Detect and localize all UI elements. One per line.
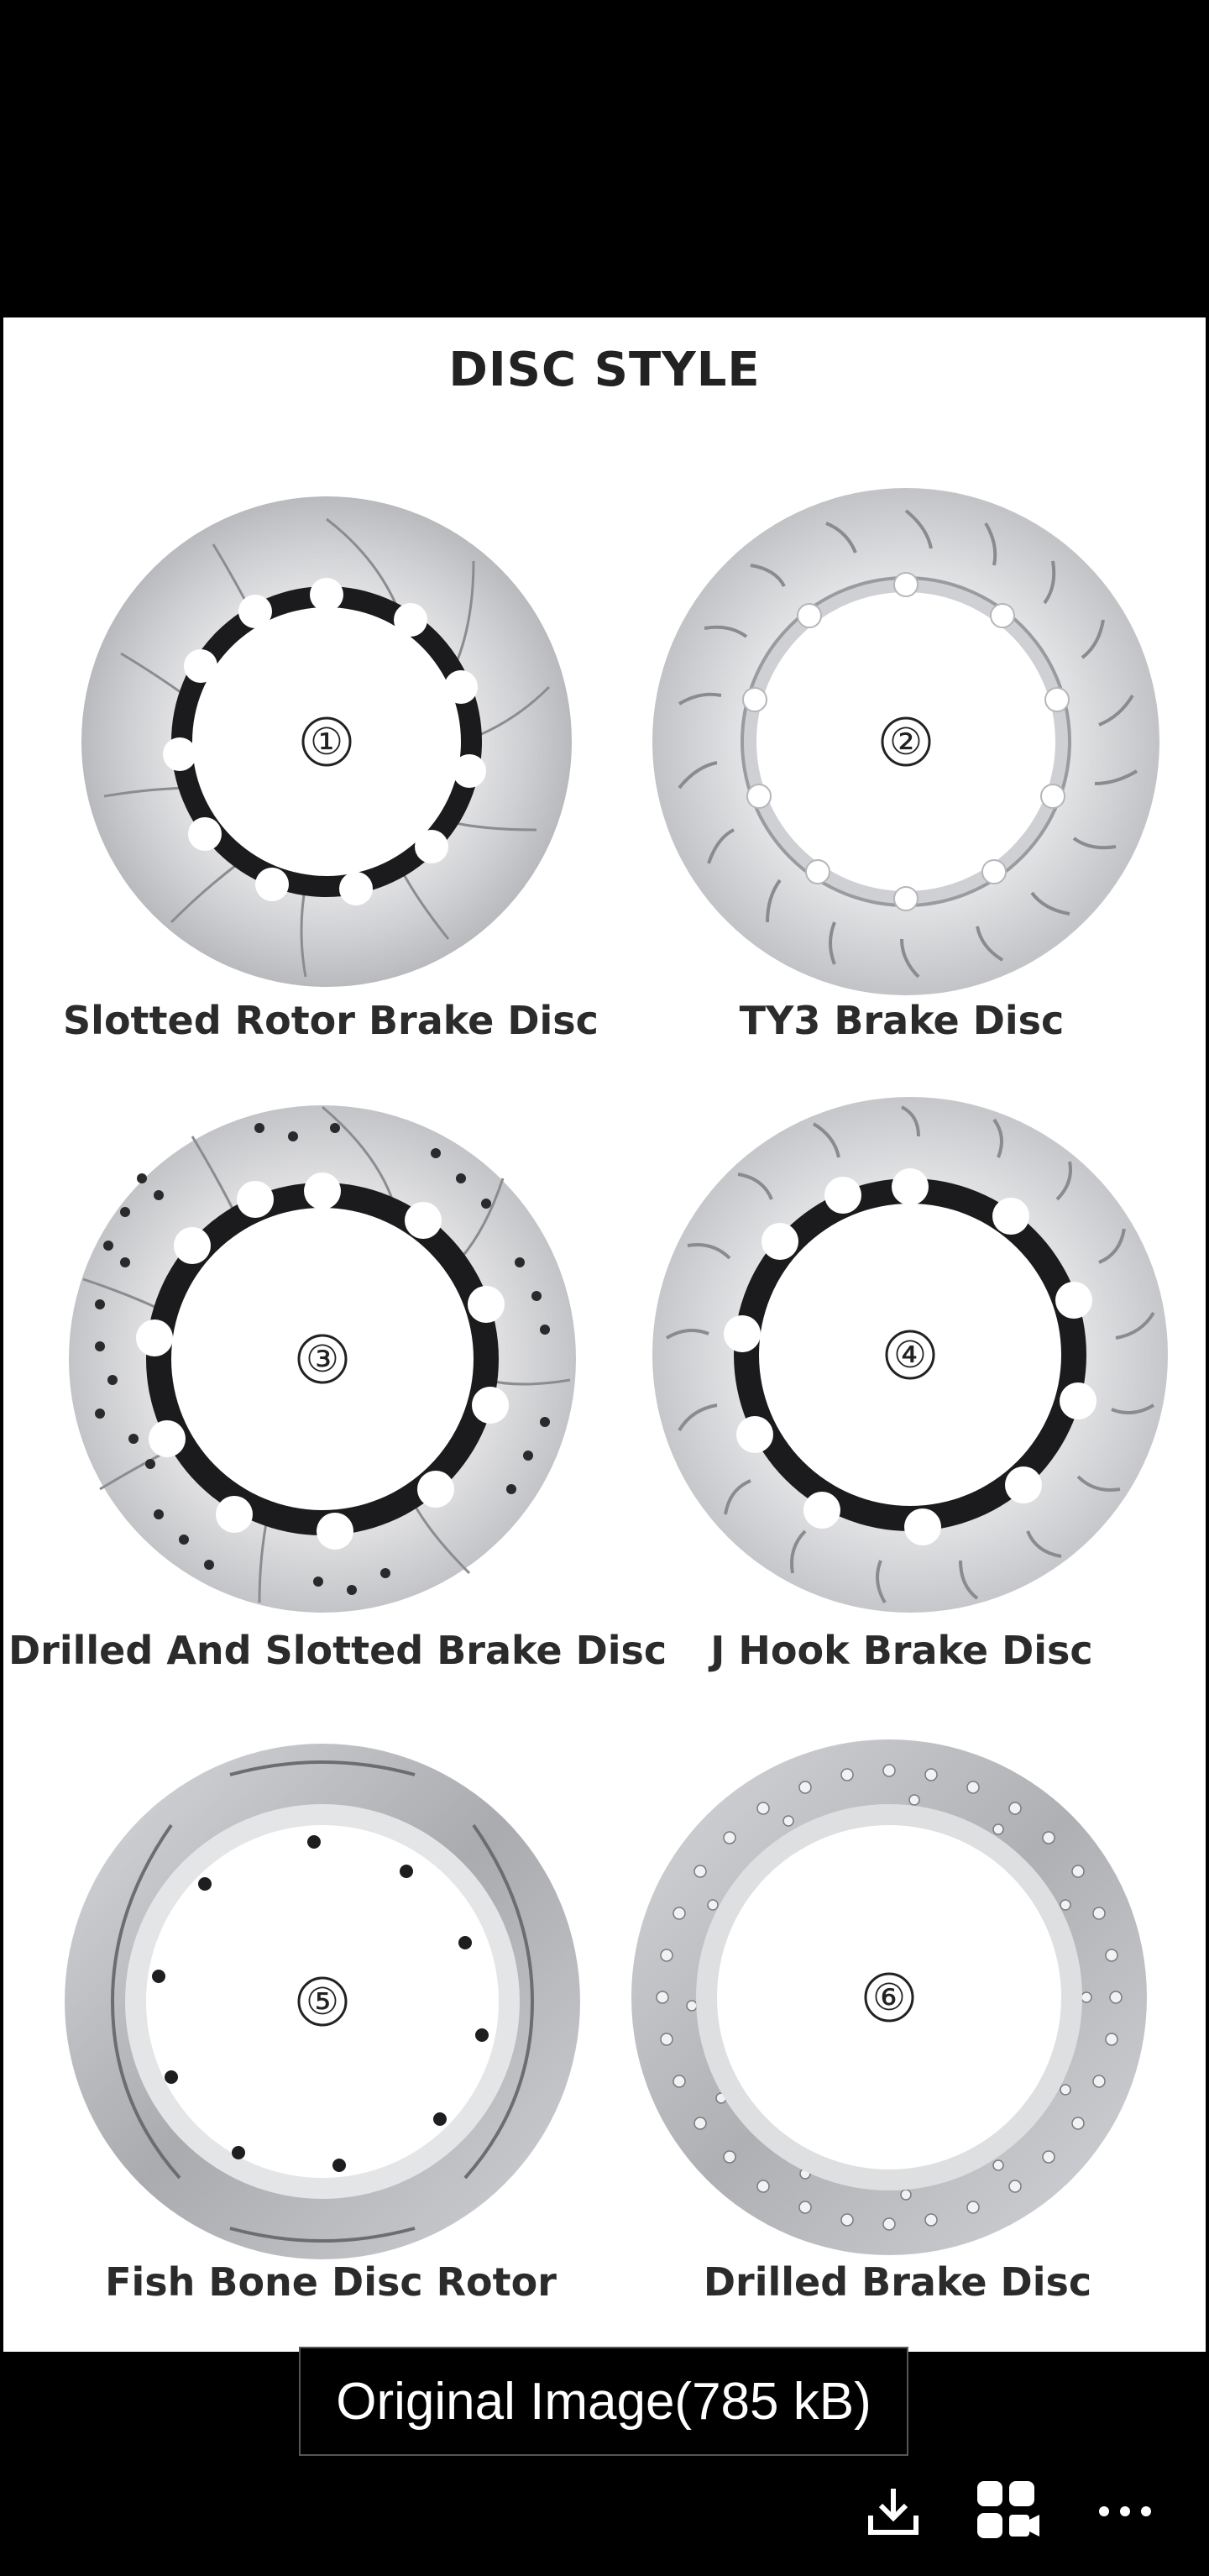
- more-icon[interactable]: [1091, 2478, 1159, 2545]
- disc-1-label: Slotted Rotor Brake Disc: [63, 998, 599, 1043]
- disc-2-image: ②: [650, 485, 1162, 998]
- disc-4-number: ④: [893, 1333, 927, 1377]
- disc-1-number: ①: [310, 720, 343, 763]
- disc-3-number: ③: [306, 1337, 339, 1381]
- disc-5-number: ⑤: [306, 1980, 339, 2023]
- disc-4-image: ④: [650, 1094, 1170, 1615]
- disc-style-image: DISC STYLE: [3, 317, 1206, 2352]
- original-image-label: Original Image(785 kB): [336, 2372, 871, 2431]
- disc-2-number: ②: [889, 720, 923, 763]
- disc-4-label: J Hook Brake Disc: [710, 1628, 1093, 1673]
- disc-6-number: ⑥: [872, 1975, 906, 2019]
- disc-6-label: Drilled Brake Disc: [703, 2259, 1092, 2305]
- gallery-video-icon[interactable]: [974, 2478, 1041, 2545]
- disc-6-image: ⑥: [629, 1737, 1149, 2258]
- download-icon[interactable]: [860, 2478, 927, 2545]
- disc-3-label: Drilled And Slotted Brake Disc: [8, 1628, 667, 1673]
- original-image-button[interactable]: Original Image(785 kB): [299, 2347, 908, 2456]
- disc-5-label: Fish Bone Disc Rotor: [105, 2259, 557, 2305]
- disc-2-label: TY3 Brake Disc: [739, 998, 1065, 1043]
- image-title: DISC STYLE: [448, 343, 761, 397]
- disc-3-image: ③: [66, 1103, 578, 1615]
- disc-5-image: ⑤: [62, 1741, 583, 2262]
- disc-1-image: ①: [79, 494, 574, 989]
